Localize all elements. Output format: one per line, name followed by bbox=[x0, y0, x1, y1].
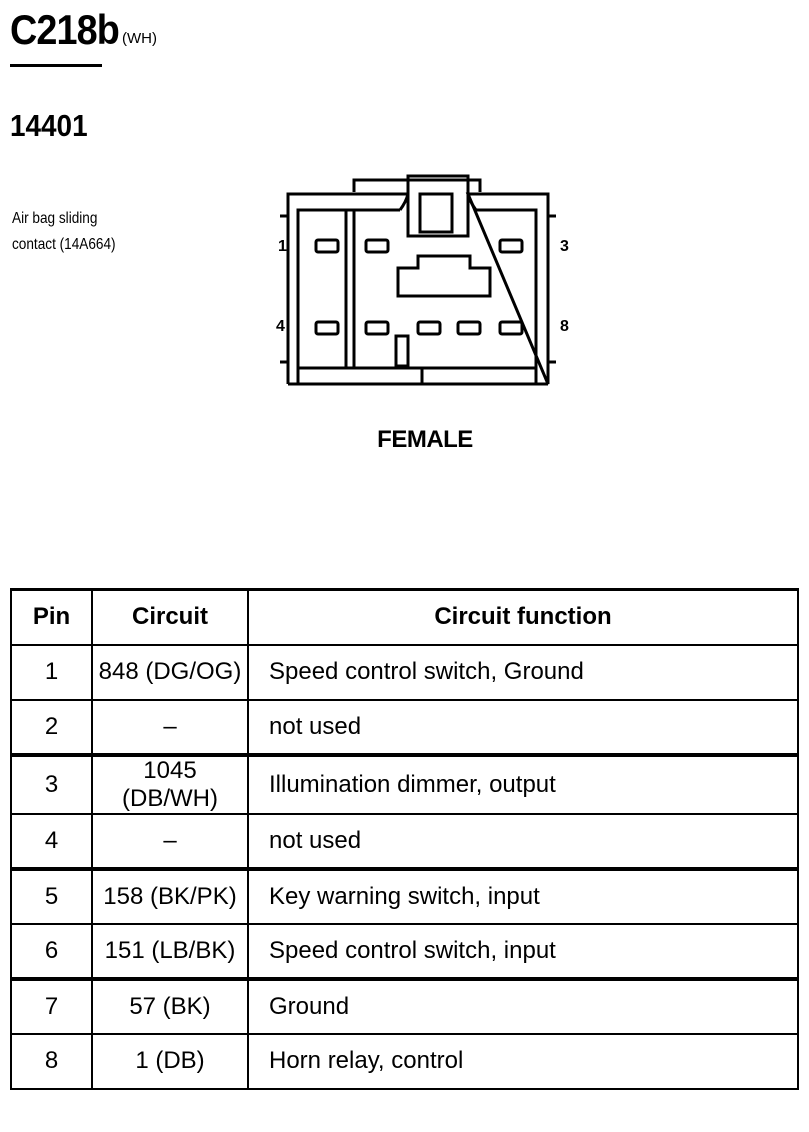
circuit-cell: 848 (DG/OG) bbox=[91, 643, 249, 701]
function-cell: not used bbox=[247, 812, 799, 871]
pin-label-1: 1 bbox=[278, 238, 287, 255]
pin-cell: 6 bbox=[10, 922, 93, 981]
pin-cell: 2 bbox=[10, 698, 93, 757]
function-cell: Key warning switch, input bbox=[247, 867, 799, 925]
function-cell: not used bbox=[247, 698, 799, 757]
table-row: 8 1 (DB) Horn relay, control bbox=[10, 1032, 799, 1090]
pin-label-8: 8 bbox=[560, 318, 569, 335]
table-header-row: Pin Circuit Circuit function bbox=[10, 588, 799, 646]
connector-description: Air bag sliding contact (14A664) bbox=[12, 210, 116, 253]
pin-label-3: 3 bbox=[560, 238, 569, 255]
function-cell: Horn relay, control bbox=[247, 1032, 799, 1090]
table-row: 6 151 (LB/BK) Speed control switch, inpu… bbox=[10, 922, 799, 981]
connector-face-drawing bbox=[280, 174, 556, 386]
circuit-cell: 1 (DB) bbox=[91, 1032, 249, 1090]
pin-cell: 8 bbox=[10, 1032, 93, 1090]
function-cell: Speed control switch, Ground bbox=[247, 643, 799, 701]
table-row: 1 848 (DG/OG) Speed control switch, Grou… bbox=[10, 643, 799, 701]
table-row: 4 – not used bbox=[10, 812, 799, 871]
pin-cavities bbox=[314, 238, 524, 336]
table-row: 7 57 (BK) Ground bbox=[10, 977, 799, 1035]
circuit-cell: – bbox=[91, 812, 249, 871]
table-row: 3 1045 (DB/WH) Illumination dimmer, outp… bbox=[10, 753, 799, 815]
title-underline bbox=[10, 64, 102, 67]
circuit-cell: 57 (BK) bbox=[91, 977, 249, 1035]
header-pin: Pin bbox=[10, 588, 93, 646]
circuit-cell: – bbox=[91, 698, 249, 757]
connector-latch bbox=[406, 174, 470, 238]
circuit-cell: 1045 (DB/WH) bbox=[91, 753, 249, 815]
circuit-cell: 158 (BK/PK) bbox=[91, 867, 249, 925]
pinout-table: Pin Circuit Circuit function 1 848 (DG/O… bbox=[10, 588, 799, 1090]
pin-cell: 4 bbox=[10, 812, 93, 871]
connector-id: C218b bbox=[10, 6, 120, 53]
pin-cell: 5 bbox=[10, 867, 93, 925]
connector-diagram: 1 3 4 8 bbox=[270, 172, 570, 397]
part-number: 14401 bbox=[10, 108, 88, 143]
header-function: Circuit function bbox=[247, 588, 799, 646]
table-row: 2 – not used bbox=[10, 698, 799, 757]
function-cell: Illumination dimmer, output bbox=[247, 753, 799, 815]
function-cell: Speed control switch, input bbox=[247, 922, 799, 981]
table-row: 5 158 (BK/PK) Key warning switch, input bbox=[10, 867, 799, 925]
pin-cell: 7 bbox=[10, 977, 93, 1035]
pin-label-4: 4 bbox=[276, 318, 285, 335]
pin-cell: 1 bbox=[10, 643, 93, 701]
function-cell: Ground bbox=[247, 977, 799, 1035]
header-circuit: Circuit bbox=[91, 588, 249, 646]
pin-cell: 3 bbox=[10, 753, 93, 815]
connector-title-block: C218b bbox=[10, 6, 131, 54]
circuit-cell: 151 (LB/BK) bbox=[91, 922, 249, 981]
connector-color: (WH) bbox=[122, 30, 157, 47]
connector-gender: FEMALE bbox=[377, 426, 473, 453]
